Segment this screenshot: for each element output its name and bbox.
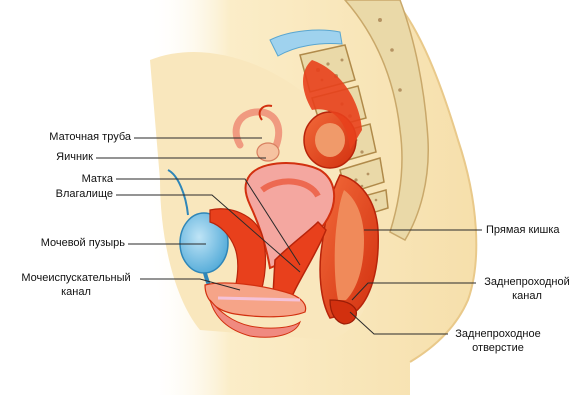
- leader-uterus: [116, 178, 301, 266]
- leader-anal-canal: [351, 282, 476, 301]
- label-anal-canal-line2: канал: [512, 290, 542, 302]
- label-fallopian-tube: Маточная труба: [49, 131, 131, 143]
- label-rectum: Прямая кишка: [486, 224, 560, 236]
- body-outline: [394, 0, 478, 363]
- label-bladder: Мочевой пузырь: [40, 237, 125, 249]
- labia: [209, 299, 301, 338]
- rectum-inner: [334, 190, 364, 300]
- label-urethra-line2: канал: [61, 286, 91, 298]
- label-urethra-line1: Мочеиспускательный: [21, 272, 131, 284]
- label-vagina: Влагалище: [55, 188, 113, 200]
- urethra: [217, 296, 301, 302]
- label-anus-line1: Заднепроходное: [455, 328, 541, 340]
- sigmoid-colon: [303, 60, 362, 169]
- label-anal-canal-line1: Заднепроходной: [484, 276, 570, 288]
- anal-canal: [329, 299, 357, 325]
- leader-anus: [349, 311, 448, 335]
- label-ovary: Яичник: [56, 151, 93, 163]
- label-uterus: Матка: [81, 173, 113, 185]
- label-anus-line2: отверстие: [472, 342, 524, 354]
- fallopian-tube-ovary: [232, 104, 283, 162]
- leader-vagina: [116, 194, 301, 273]
- leader-urethra: [140, 278, 241, 291]
